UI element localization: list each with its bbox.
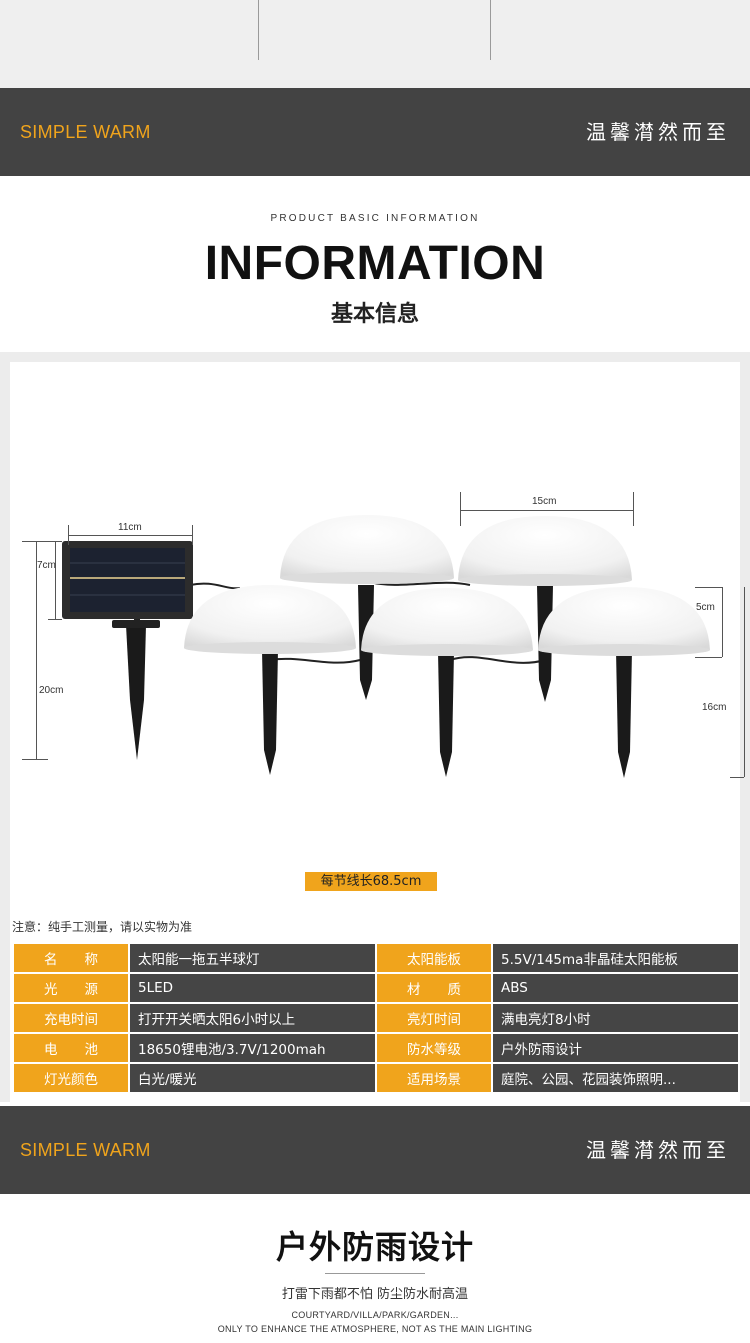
spec-value: 白光/暖光 [128,1062,377,1094]
banner-top: SIMPLE WARM 温馨潸然而至 [0,88,750,176]
spec-value: 满电亮灯8小时 [491,1002,740,1034]
spec-key: 光 源 [12,972,130,1004]
section-subtitle-en: PRODUCT BASIC INFORMATION [270,213,480,224]
spec-key: 太阳能板 [375,942,493,974]
top-photo-strip [0,0,750,88]
solar-panel [62,541,193,619]
banner-brand: SIMPLE WARM [20,1140,151,1160]
spec-value: 户外防雨设计 [491,1032,740,1064]
section-title: INFORMATION [204,237,546,290]
dim-line-dome-height [722,587,723,657]
spec-value: 5.5V/145ma非晶硅太阳能板 [491,942,740,974]
dim-tick [460,492,461,526]
panel-stake [126,625,146,760]
dome-light [280,515,454,584]
wire [449,656,546,664]
footer-subtitle: 打雷下雨都不怕 防尘防水耐高温 [281,1287,469,1302]
dim-line-panel-total [36,541,37,759]
dim-tick [22,759,48,760]
section-title-cn: 基本信息 [330,302,419,327]
spec-key: 充电时间 [12,1002,130,1034]
spec-key: 防水等级 [375,1032,493,1064]
dome-light [458,516,632,586]
dim-line-light-total [744,587,745,777]
ground-stake [262,650,278,775]
dim-tick [633,492,634,526]
dim-tick [22,541,48,542]
footer-en-line1: COURTYARD/VILLA/PARK/GARDEN... [291,1310,459,1320]
dim-line-panel-height [55,541,56,619]
spec-key: 材 质 [375,972,493,1004]
spec-key: 灯光颜色 [12,1062,130,1094]
ground-stake [438,652,454,777]
banner-slogan: 温馨潸然而至 [586,1138,730,1162]
spec-key: 电 池 [12,1032,130,1064]
spec-key: 适用场景 [375,1062,493,1094]
banner-slogan: 温馨潸然而至 [586,120,730,144]
dim-panel-width: 11cm [118,522,142,533]
spec-row: 充电时间打开开关晒太阳6小时以上亮灯时间满电亮灯8小时 [12,1002,740,1034]
spec-value: 打开开关晒太阳6小时以上 [128,1002,377,1034]
banner-brand: SIMPLE WARM [20,122,151,142]
dome-light [184,585,356,654]
spec-value: 太阳能一拖五半球灯 [128,942,377,974]
dome-light [538,587,710,656]
dim-light-total: 16cm [702,702,727,713]
dim-tick [48,541,62,542]
ground-stake [616,650,632,778]
dim-tick [192,525,193,545]
spec-value: ABS [491,972,740,1004]
footer-title: 户外防雨设计 [275,1228,474,1266]
measurement-note: 注意：纯手工测量，请以实物为准 [12,920,193,934]
dim-panel-total: 20cm [39,685,64,696]
hanging-cord [258,0,259,60]
footer-en-line2: ONLY TO ENHANCE THE ATMOSPHERE, NOT AS T… [217,1324,533,1334]
cable-length-badge: 每节线长68.5cm [305,872,437,891]
spec-value: 18650锂电池/3.7V/1200mah [128,1032,377,1064]
dim-panel-height: 7cm [37,560,56,571]
dim-dome-width: 15cm [532,496,557,507]
hanging-cord [490,0,491,60]
banner-bottom: SIMPLE WARM 温馨潸然而至 [0,1106,750,1194]
dim-tick [695,657,722,658]
dim-tick [48,619,62,620]
spec-row: 灯光颜色白光/暖光适用场景庭院、公园、花园装饰照明... [12,1062,740,1094]
spec-value: 5LED [128,972,377,1004]
dim-line-dome-width [460,510,633,511]
dome-light [361,588,533,656]
footer-divider [325,1273,425,1274]
dim-dome-height: 5cm [696,602,715,613]
spec-key: 名 称 [12,942,130,974]
dim-line-panel-width [68,535,193,536]
spec-key: 亮灯时间 [375,1002,493,1034]
wire [269,657,361,664]
wire [189,582,241,590]
spec-value: 庭院、公园、花园装饰照明... [491,1062,740,1094]
dim-tick [68,525,69,545]
dim-tick [695,587,722,588]
dim-tick [730,777,744,778]
